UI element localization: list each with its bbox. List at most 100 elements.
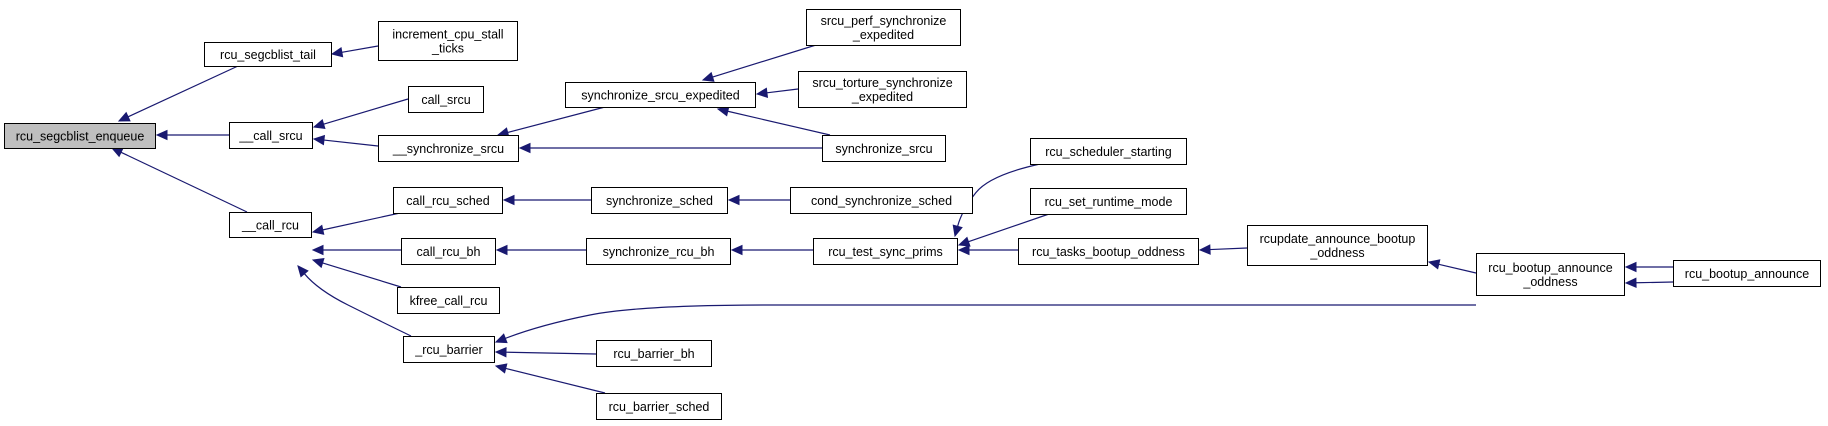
node-box bbox=[596, 393, 722, 420]
arrowhead-icon bbox=[701, 71, 715, 82]
function-node-tasksodd[interactable]: rcu_tasks_bootup_oddness bbox=[1018, 238, 1199, 265]
node-box bbox=[397, 287, 500, 314]
function-node-callrcusched[interactable]: call_rcu_sched bbox=[393, 187, 503, 214]
edge-bootodd-to-barrier bbox=[494, 304, 1476, 344]
function-node-torturesync[interactable]: srcu_torture_synchronize_expedited bbox=[798, 71, 967, 108]
arrowhead-icon bbox=[311, 224, 325, 235]
node-label: _expedited bbox=[852, 28, 914, 42]
edge-bootodd-to-bootann bbox=[1624, 277, 1674, 289]
edge-line bbox=[127, 65, 239, 118]
arrowhead-icon bbox=[312, 118, 326, 130]
function-node-tail[interactable]: rcu_segcblist_tail bbox=[204, 42, 332, 67]
edge-line bbox=[968, 213, 1050, 243]
node-box bbox=[798, 71, 967, 108]
function-node-barrierbh[interactable]: rcu_barrier_bh bbox=[596, 340, 712, 367]
arrowhead-icon bbox=[957, 236, 971, 247]
arrowhead-icon bbox=[727, 194, 740, 206]
edge-barrierbh-to-barrier bbox=[494, 346, 597, 358]
edge-line bbox=[957, 163, 1041, 227]
function-node-schedstart[interactable]: rcu_scheduler_starting bbox=[1030, 138, 1187, 165]
node-label: srcu_torture_synchronize bbox=[812, 76, 952, 90]
function-node-testsync[interactable]: rcu_test_sync_prims bbox=[813, 238, 958, 265]
node-label: cond_synchronize_sched bbox=[811, 194, 952, 208]
arrowhead-icon bbox=[1624, 277, 1637, 289]
node-label: srcu_perf_synchronize bbox=[821, 14, 947, 28]
function-node-barrier[interactable]: _rcu_barrier bbox=[403, 336, 495, 363]
edge-line bbox=[303, 273, 412, 337]
node-box bbox=[1018, 238, 1199, 265]
node-label: _expedited bbox=[851, 90, 913, 104]
node-box bbox=[204, 42, 332, 67]
node-label: _oddness bbox=[1309, 246, 1364, 260]
edge-line bbox=[341, 45, 379, 53]
edge-setruntime-to-testsync bbox=[957, 213, 1050, 247]
edge-line bbox=[712, 44, 817, 78]
function-node-synsrcuexp[interactable]: synchronize_srcu_expedited bbox=[565, 82, 756, 108]
node-box bbox=[806, 9, 961, 46]
node-box bbox=[403, 336, 495, 363]
function-node-callsrcu_[interactable]: __call_srcu bbox=[229, 122, 313, 149]
edge-line bbox=[727, 110, 831, 136]
edge-perfsync-to-synsrcuexp bbox=[701, 44, 817, 82]
node-label: __call_rcu bbox=[241, 219, 299, 233]
arrowhead-icon bbox=[297, 265, 309, 278]
edge-line bbox=[505, 367, 606, 394]
edge-line bbox=[505, 351, 597, 355]
function-node-callsrcu[interactable]: call_srcu bbox=[408, 86, 484, 113]
node-label: rcu_bootup_announce bbox=[1685, 267, 1809, 281]
function-node-bootann[interactable]: rcu_bootup_announce bbox=[1673, 260, 1821, 287]
edge-line bbox=[322, 212, 401, 231]
function-node-kfree[interactable]: kfree_call_rcu bbox=[397, 287, 500, 314]
arrowhead-icon bbox=[957, 244, 970, 256]
function-node-callrcu_[interactable]: __call_rcu bbox=[229, 212, 312, 238]
node-box bbox=[1030, 188, 1187, 215]
node-box bbox=[790, 187, 973, 214]
node-label: rcu_barrier_sched bbox=[609, 400, 710, 414]
edge-line bbox=[505, 304, 1476, 339]
node-box bbox=[813, 238, 958, 265]
function-node-synbh[interactable]: synchronize_rcu_bh bbox=[586, 238, 731, 265]
edge-synsrcuexp-to-synsrcu_ bbox=[496, 106, 606, 138]
function-node-perfsync[interactable]: srcu_perf_synchronize_expedited bbox=[806, 9, 961, 46]
function-node-callrcubh[interactable]: call_rcu_bh bbox=[401, 238, 496, 265]
arrowhead-icon bbox=[716, 106, 730, 117]
function-node-incstall[interactable]: increment_cpu_stall_ticks bbox=[378, 21, 518, 61]
node-box bbox=[1476, 253, 1625, 296]
node-label: __synchronize_srcu bbox=[392, 142, 504, 156]
node-label: _rcu_barrier bbox=[414, 343, 482, 357]
edge-incstall-to-tail bbox=[330, 45, 379, 58]
function-node-barriersched[interactable]: rcu_barrier_sched bbox=[596, 393, 722, 420]
edge-line bbox=[507, 106, 606, 134]
node-label: rcu_segcblist_enqueue bbox=[16, 130, 145, 144]
node-box bbox=[1247, 225, 1428, 266]
function-node-condsync[interactable]: cond_synchronize_sched bbox=[790, 187, 973, 214]
node-box bbox=[393, 187, 503, 214]
function-node-bootodd[interactable]: rcu_bootup_announce_oddness bbox=[1476, 253, 1625, 296]
function-node-enqueue[interactable]: rcu_segcblist_enqueue bbox=[4, 123, 156, 149]
edge-barriersched-to-barrier bbox=[494, 363, 606, 394]
arrowhead-icon bbox=[155, 129, 168, 141]
function-node-synsrcu_[interactable]: __synchronize_srcu bbox=[378, 135, 519, 162]
arrowhead-icon bbox=[495, 244, 508, 256]
node-box bbox=[229, 122, 313, 149]
node-label: rcu_scheduler_starting bbox=[1045, 145, 1172, 159]
function-node-synsched[interactable]: synchronize_sched bbox=[591, 187, 728, 214]
arrowhead-icon bbox=[330, 47, 344, 58]
node-box bbox=[229, 212, 312, 238]
function-node-synsrcu[interactable]: synchronize_srcu bbox=[822, 135, 946, 162]
node-label: call_rcu_sched bbox=[406, 194, 489, 208]
function-node-setruntime[interactable]: rcu_set_runtime_mode bbox=[1030, 188, 1187, 215]
node-box bbox=[378, 135, 519, 162]
edge-testsync-to-synbh bbox=[730, 244, 813, 256]
edge-announceodd-to-tasksodd bbox=[1198, 244, 1248, 255]
edge-bootodd-to-announceodd bbox=[1427, 259, 1477, 274]
node-label: _oddness bbox=[1522, 275, 1577, 289]
arrowhead-icon bbox=[502, 194, 515, 206]
function-node-announceodd[interactable]: rcupdate_announce_bootup_oddness bbox=[1247, 225, 1428, 266]
node-label: rcupdate_announce_bootup bbox=[1260, 232, 1416, 246]
node-label: call_rcu_bh bbox=[417, 245, 481, 259]
edge-layer bbox=[110, 44, 1674, 394]
node-label: rcu_barrier_bh bbox=[613, 347, 694, 361]
node-box bbox=[591, 187, 728, 214]
